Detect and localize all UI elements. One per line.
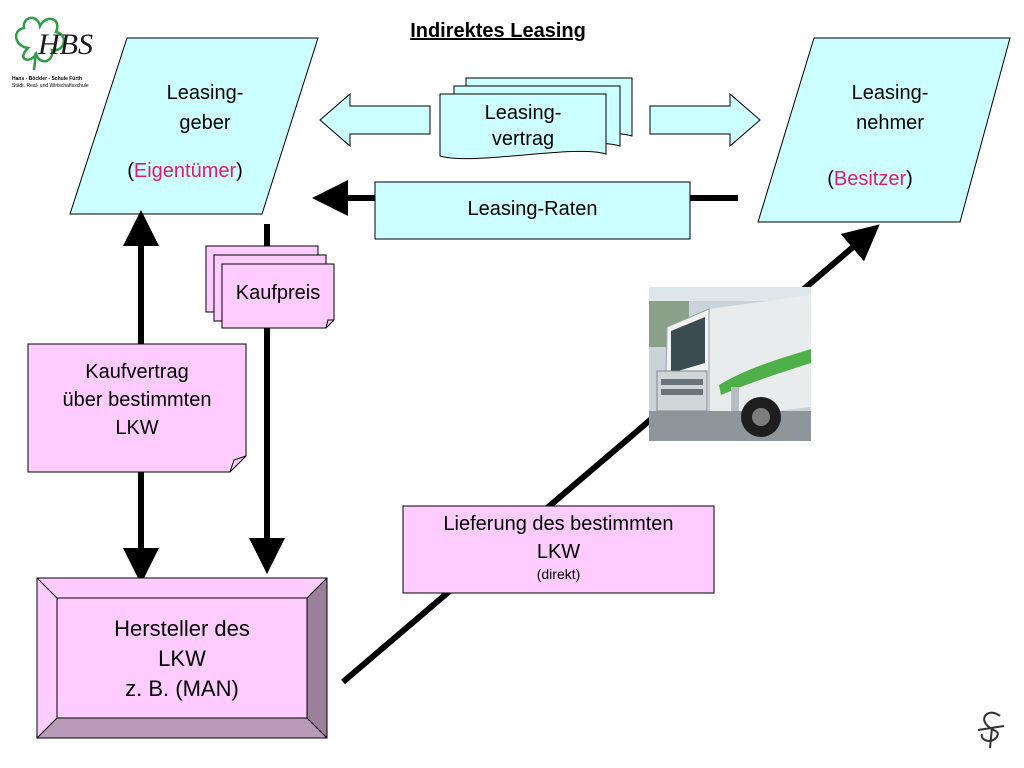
leasinggeber-shape: [69, 37, 319, 215]
eigentuemer-text: Eigentümer: [133, 160, 237, 182]
leasingnehmer-role: (Besitzer): [780, 168, 960, 191]
leasingvertrag-documents: [439, 77, 633, 160]
lieferung-line2: LKW: [536, 541, 581, 563]
paren-open: (: [827, 168, 834, 190]
hersteller-label: Hersteller des LKW z. B. (MAN): [57, 614, 307, 704]
leasinggeber-label: Leasing- geber: [120, 78, 290, 138]
kaufvertrag-line3: LKW: [115, 417, 159, 439]
leasingvertrag-label: Leasing- vertrag: [440, 100, 606, 152]
logo-school-name: Hans - Böckler - Schule Fürth: [12, 76, 83, 82]
kaufvertrag-line1: Kaufvertrag: [85, 361, 189, 383]
page-title: Indirektes Leasing: [410, 20, 586, 42]
hersteller-bevel-box: [36, 577, 328, 739]
leasingvertrag-line2: vertrag: [491, 128, 555, 150]
kaufpreis-documents: [205, 245, 335, 329]
logo-letters: HBS: [37, 28, 93, 61]
hersteller-line1: Hersteller des: [114, 616, 250, 641]
arrow-to-leasinggeber: [319, 92, 431, 148]
leasingnehmer-label: Leasing- nehmer: [810, 78, 970, 138]
school-logo: HBS Hans - Böckler - Schule Fürth Städt.…: [6, 8, 104, 104]
hersteller-line3: z. B. (MAN): [125, 676, 239, 701]
paren-close: ): [906, 168, 913, 190]
kaufpreis-label: Kaufpreis: [235, 282, 321, 304]
lieferung-line1: Lieferung des bestimmten: [443, 513, 674, 535]
hersteller-line2: LKW: [158, 646, 206, 671]
kaufvertrag-note: [27, 343, 247, 473]
clover-logo-icon: HBS: [15, 16, 93, 71]
leasing-raten-box: [374, 181, 691, 240]
besitzer-text: Besitzer: [833, 168, 907, 190]
lieferung-line3: (direkt): [536, 566, 581, 582]
leasingnehmer-shape: [757, 37, 1011, 223]
leasinggeber-role: (Eigentümer): [90, 160, 280, 183]
paren-close: ): [236, 160, 243, 182]
truck-image: [649, 287, 811, 441]
kaufvertrag-label: Kaufvertrag über bestimmten LKW: [28, 358, 246, 442]
signature-icon: [977, 711, 1005, 749]
leasinggeber-line1: Leasing-: [166, 82, 244, 104]
leasingnehmer-line2: nehmer: [856, 112, 924, 134]
lieferung-box: [402, 505, 715, 594]
kaufvertrag-line2: über bestimmten: [62, 389, 212, 411]
logo-school-subtitle: Städt. Real- und Wirtschaftsschule: [12, 83, 89, 89]
lieferung-label: Lieferung des bestimmten LKW (direkt): [403, 510, 714, 582]
leasinggeber-line2: geber: [179, 112, 231, 134]
paren-open: (: [127, 160, 134, 182]
leasingvertrag-line1: Leasing-: [484, 102, 562, 124]
leasing-raten-label: Leasing-Raten: [467, 198, 598, 220]
leasingnehmer-line1: Leasing-: [851, 82, 929, 104]
arrow-to-leasingnehmer: [649, 92, 761, 148]
